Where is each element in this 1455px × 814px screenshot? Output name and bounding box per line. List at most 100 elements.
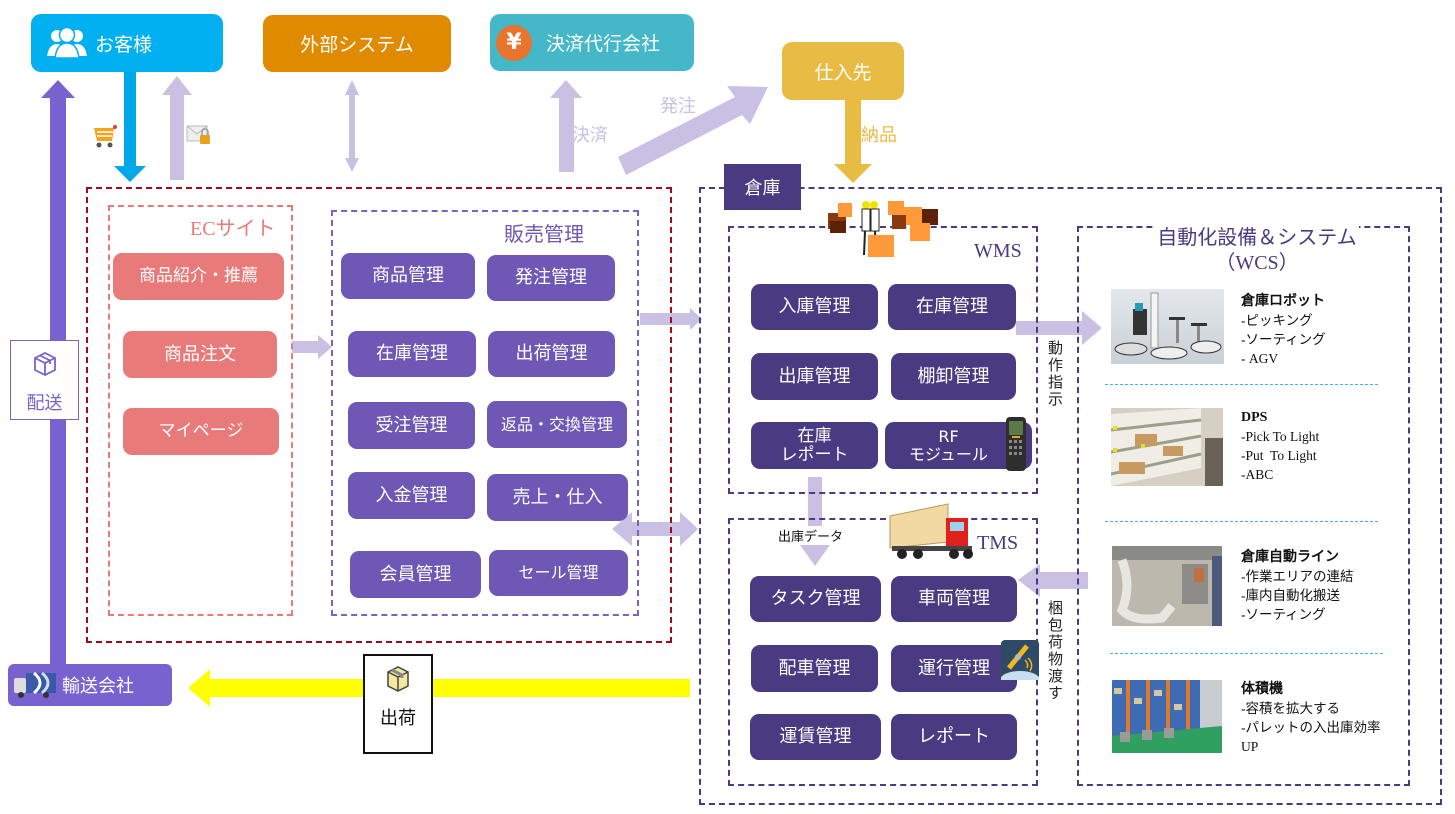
supplier-node[interactable]: 仕入先 bbox=[782, 42, 904, 100]
wms-item-receiving[interactable]: 入庫管理 bbox=[751, 284, 878, 330]
wcs-dps-feature: -Put To Light bbox=[1241, 448, 1317, 463]
operation-instruction-label: 動作指示 bbox=[1046, 340, 1064, 408]
warehouse-robot-image bbox=[1111, 289, 1224, 364]
truck-image-icon bbox=[888, 502, 976, 562]
wcs-volume-name: 体積機 bbox=[1241, 682, 1283, 697]
wcs-line-feature: -作業エリアの連結 bbox=[1241, 569, 1354, 584]
wms-item-rf-module-label: RF モジュール bbox=[909, 426, 988, 464]
wms-title: WMS bbox=[974, 240, 1022, 262]
order-arrow bbox=[618, 86, 768, 175]
delivery-in-arrow bbox=[834, 96, 872, 183]
secure-mail-icon bbox=[186, 123, 212, 147]
shipment-label: 出荷 bbox=[380, 708, 416, 729]
sales-item-purchase-order[interactable]: 発注管理 bbox=[487, 255, 615, 301]
ec-item-product-intro[interactable]: 商品紹介・推薦 bbox=[113, 253, 284, 300]
wcs-dps-feature: -ABC bbox=[1241, 467, 1274, 482]
carrier-node[interactable]: 輸送会社 bbox=[8, 664, 172, 706]
tms-item-report[interactable]: レポート bbox=[891, 714, 1017, 760]
wcs-volume-feature: -パレットの入出庫効率 bbox=[1241, 720, 1381, 735]
order-down-arrow bbox=[114, 70, 146, 182]
delivery-label: 配送 bbox=[26, 393, 63, 414]
payment-agent-label: 決済代行会社 bbox=[546, 33, 661, 55]
wcs-line-feature: -ソーティング bbox=[1241, 607, 1326, 622]
hand-over-package-label: 梱包荷物渡す bbox=[1046, 600, 1064, 702]
sales-item-order-receipt[interactable]: 受注管理 bbox=[348, 402, 475, 449]
wms-item-inventory[interactable]: 在庫管理 bbox=[888, 284, 1016, 330]
tms-item-task[interactable]: タスク管理 bbox=[750, 576, 881, 622]
ec-item-mypage[interactable]: マイページ bbox=[123, 408, 279, 455]
external-system-arrow bbox=[345, 80, 359, 172]
wcs-robot-feature: - AGV bbox=[1241, 351, 1279, 366]
wcs-title-line2: （WCS） bbox=[1215, 252, 1299, 274]
wcs-robot-name: 倉庫ロボット bbox=[1241, 294, 1325, 309]
shipment-arrow bbox=[188, 669, 690, 707]
delivery-box[interactable]: 配送 bbox=[10, 340, 79, 420]
wcs-volume-text: 体積機 -容積を拡大する -パレットの入出庫効率 UP bbox=[1241, 679, 1381, 756]
customers-icon bbox=[47, 26, 87, 59]
wms-group bbox=[728, 226, 1038, 494]
shipping-data-arrow bbox=[800, 477, 830, 566]
sales-item-inventory[interactable]: 在庫管理 bbox=[348, 331, 476, 377]
wcs-dps-feature: -Pick To Light bbox=[1241, 429, 1320, 444]
wcs-line-text: 倉庫自動ライン -作業エリアの連結 -庫内自動化搬送 -ソーティング bbox=[1241, 547, 1354, 624]
sales-item-returns[interactable]: 返品・交換管理 bbox=[487, 401, 627, 448]
carrier-label: 輸送会社 bbox=[62, 676, 134, 697]
customer-label: お客様 bbox=[95, 33, 153, 56]
customer-node[interactable]: お客様 bbox=[31, 14, 223, 72]
ec-site-group bbox=[108, 205, 293, 616]
rf-scanner-icon bbox=[1003, 416, 1029, 474]
box-icon bbox=[387, 666, 409, 692]
tms-title: TMS bbox=[977, 532, 1019, 554]
wcs-volume-feature: UP bbox=[1241, 739, 1259, 754]
wcs-separator bbox=[1110, 653, 1383, 654]
payment-agent-node[interactable]: ¥ 決済代行会社 bbox=[490, 14, 694, 71]
sales-item-member[interactable]: 会員管理 bbox=[350, 551, 481, 598]
wms-item-outbound[interactable]: 出庫管理 bbox=[751, 353, 878, 400]
wms-item-stocktaking[interactable]: 棚卸管理 bbox=[891, 353, 1016, 400]
sales-management-group bbox=[331, 210, 639, 616]
tms-item-operation[interactable]: 運行管理 bbox=[891, 645, 1017, 692]
wcs-line-name: 倉庫自動ライン bbox=[1241, 550, 1339, 565]
ec-to-sales-arrow bbox=[292, 335, 332, 359]
wcs-robot-text: 倉庫ロボット -ピッキング -ソーティング - AGV bbox=[1241, 291, 1326, 368]
shipment-box[interactable]: 出荷 bbox=[363, 654, 433, 754]
payment-flow-label: 決済 bbox=[572, 125, 608, 146]
sales-item-shipping[interactable]: 出荷管理 bbox=[488, 331, 615, 377]
warehouse-boundary bbox=[699, 187, 1442, 805]
sales-management-title: 販売管理 bbox=[504, 222, 584, 246]
wms-item-inventory-report[interactable]: 在庫 レポート bbox=[751, 422, 878, 469]
sales-item-payment-receipt[interactable]: 入金管理 bbox=[348, 472, 475, 519]
wcs-volume-feature: -容積を拡大する bbox=[1241, 701, 1340, 716]
warehouse-workers-icon bbox=[826, 199, 944, 265]
external-system-label: 外部システム bbox=[300, 34, 414, 56]
external-system-node[interactable]: 外部システム bbox=[263, 15, 451, 72]
sales-item-sales-purchase[interactable]: 売上・仕入 bbox=[487, 474, 628, 521]
yen-icon: ¥ bbox=[496, 24, 532, 61]
sales-item-sale[interactable]: セール管理 bbox=[489, 550, 628, 596]
ec-system-boundary bbox=[86, 187, 672, 643]
satellite-icon bbox=[1000, 640, 1040, 689]
delivery-in-flow-label: 納品 bbox=[861, 125, 897, 146]
notify-up-arrow bbox=[162, 76, 192, 180]
wms-item-inventory-report-label: 在庫 レポート bbox=[780, 425, 849, 465]
ec-item-order[interactable]: 商品注文 bbox=[123, 331, 277, 378]
ec-site-title: ECサイト bbox=[190, 218, 276, 240]
package-icon bbox=[33, 351, 56, 377]
wcs-robot-feature: -ソーティング bbox=[1241, 332, 1326, 347]
truck-icon bbox=[14, 671, 56, 698]
wcs-dps-name: DPS bbox=[1241, 410, 1268, 425]
wcs-to-tms-arrow bbox=[1018, 564, 1088, 597]
wcs-separator bbox=[1105, 521, 1378, 522]
wcs-dps-text: DPS -Pick To Light -Put To Light -ABC bbox=[1241, 407, 1319, 484]
wcs-title: 自動化設備＆システム （WCS） bbox=[1112, 224, 1402, 276]
tms-item-freight[interactable]: 運賃管理 bbox=[750, 714, 881, 760]
wcs-robot-feature: -ピッキング bbox=[1241, 313, 1313, 328]
tms-item-vehicle[interactable]: 車両管理 bbox=[891, 576, 1017, 622]
tms-item-dispatch[interactable]: 配車管理 bbox=[751, 645, 878, 692]
automation-line-image bbox=[1112, 546, 1222, 626]
wcs-separator bbox=[1105, 384, 1378, 385]
sales-item-product[interactable]: 商品管理 bbox=[341, 253, 475, 299]
wcs-title-line1: 自動化設備＆システム bbox=[1155, 224, 1359, 250]
volume-machine-image bbox=[1112, 680, 1222, 753]
sales-warehouse-double-arrow bbox=[612, 512, 698, 546]
